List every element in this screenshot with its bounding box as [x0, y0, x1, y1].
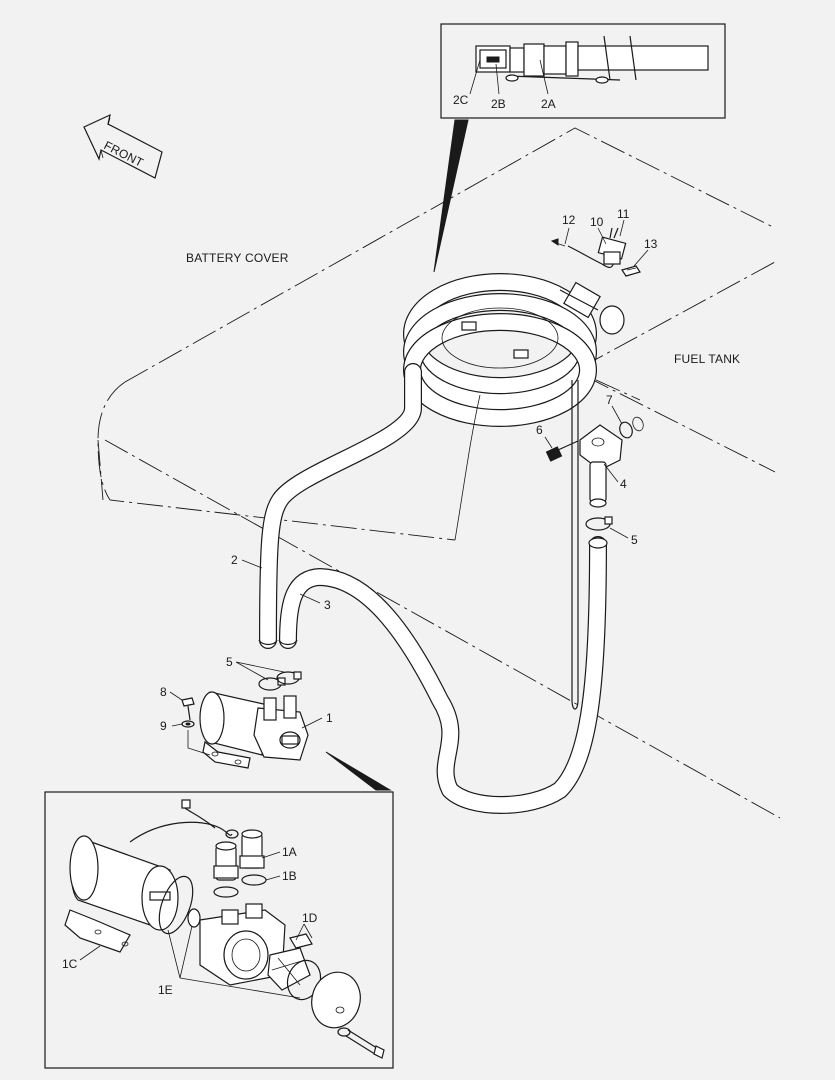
- callout-1c: 1C: [62, 957, 78, 971]
- callout-2: 2: [231, 553, 238, 567]
- hose-2: [258, 363, 422, 649]
- hose-3: [278, 536, 608, 814]
- hose-2-vertical-run: [454, 380, 579, 710]
- callout-11: 11: [617, 207, 630, 221]
- tank-fitting-4: [579, 424, 623, 508]
- front-arrow-icon: [83, 113, 163, 179]
- callout-1a: 1A: [282, 845, 297, 859]
- washer-9: [181, 720, 195, 728]
- detail-1-pointer: [325, 751, 392, 791]
- switch-parts: [550, 227, 641, 277]
- callout-1d: 1D: [302, 911, 318, 925]
- coil-hose-end-fitting: [559, 281, 625, 335]
- fuel-tank-label: FUEL TANK: [674, 352, 740, 366]
- callout-2b: 2B: [491, 97, 506, 111]
- bolt-8: [181, 697, 195, 721]
- callout-8: 8: [160, 685, 167, 699]
- callout-1b: 1B: [282, 869, 297, 883]
- machine-outline: [97, 127, 781, 819]
- o-ring-7: [619, 416, 644, 439]
- battery-cover-label: BATTERY COVER: [186, 251, 289, 265]
- detail-2-pointer: [433, 119, 469, 273]
- detail-box-2: [440, 23, 726, 119]
- callout-5-upper: 5: [631, 533, 638, 547]
- callout-2c: 2C: [453, 93, 469, 107]
- callout-9: 9: [160, 719, 167, 733]
- hose-clamp-5-upper: [585, 516, 613, 531]
- fuel-pump-1: [199, 691, 309, 769]
- leader-lines: [79, 59, 649, 999]
- callout-3: 3: [324, 598, 331, 612]
- callout-1e: 1E: [158, 983, 173, 997]
- bolt-6: [545, 440, 579, 462]
- hose-coil: [403, 273, 597, 427]
- pump-mount-dashline: [187, 730, 211, 756]
- callout-13: 13: [644, 237, 658, 251]
- detail-box-1: [44, 791, 394, 1069]
- hose-clamps-5-lower: [258, 671, 302, 691]
- callout-5-lower: 5: [226, 655, 233, 669]
- callout-4: 4: [620, 477, 627, 491]
- callout-6: 6: [536, 423, 543, 437]
- callout-12: 12: [562, 213, 576, 227]
- callout-7: 7: [606, 393, 613, 407]
- callout-10: 10: [590, 215, 604, 229]
- callout-2a: 2A: [541, 97, 556, 111]
- callout-1: 1: [326, 711, 333, 725]
